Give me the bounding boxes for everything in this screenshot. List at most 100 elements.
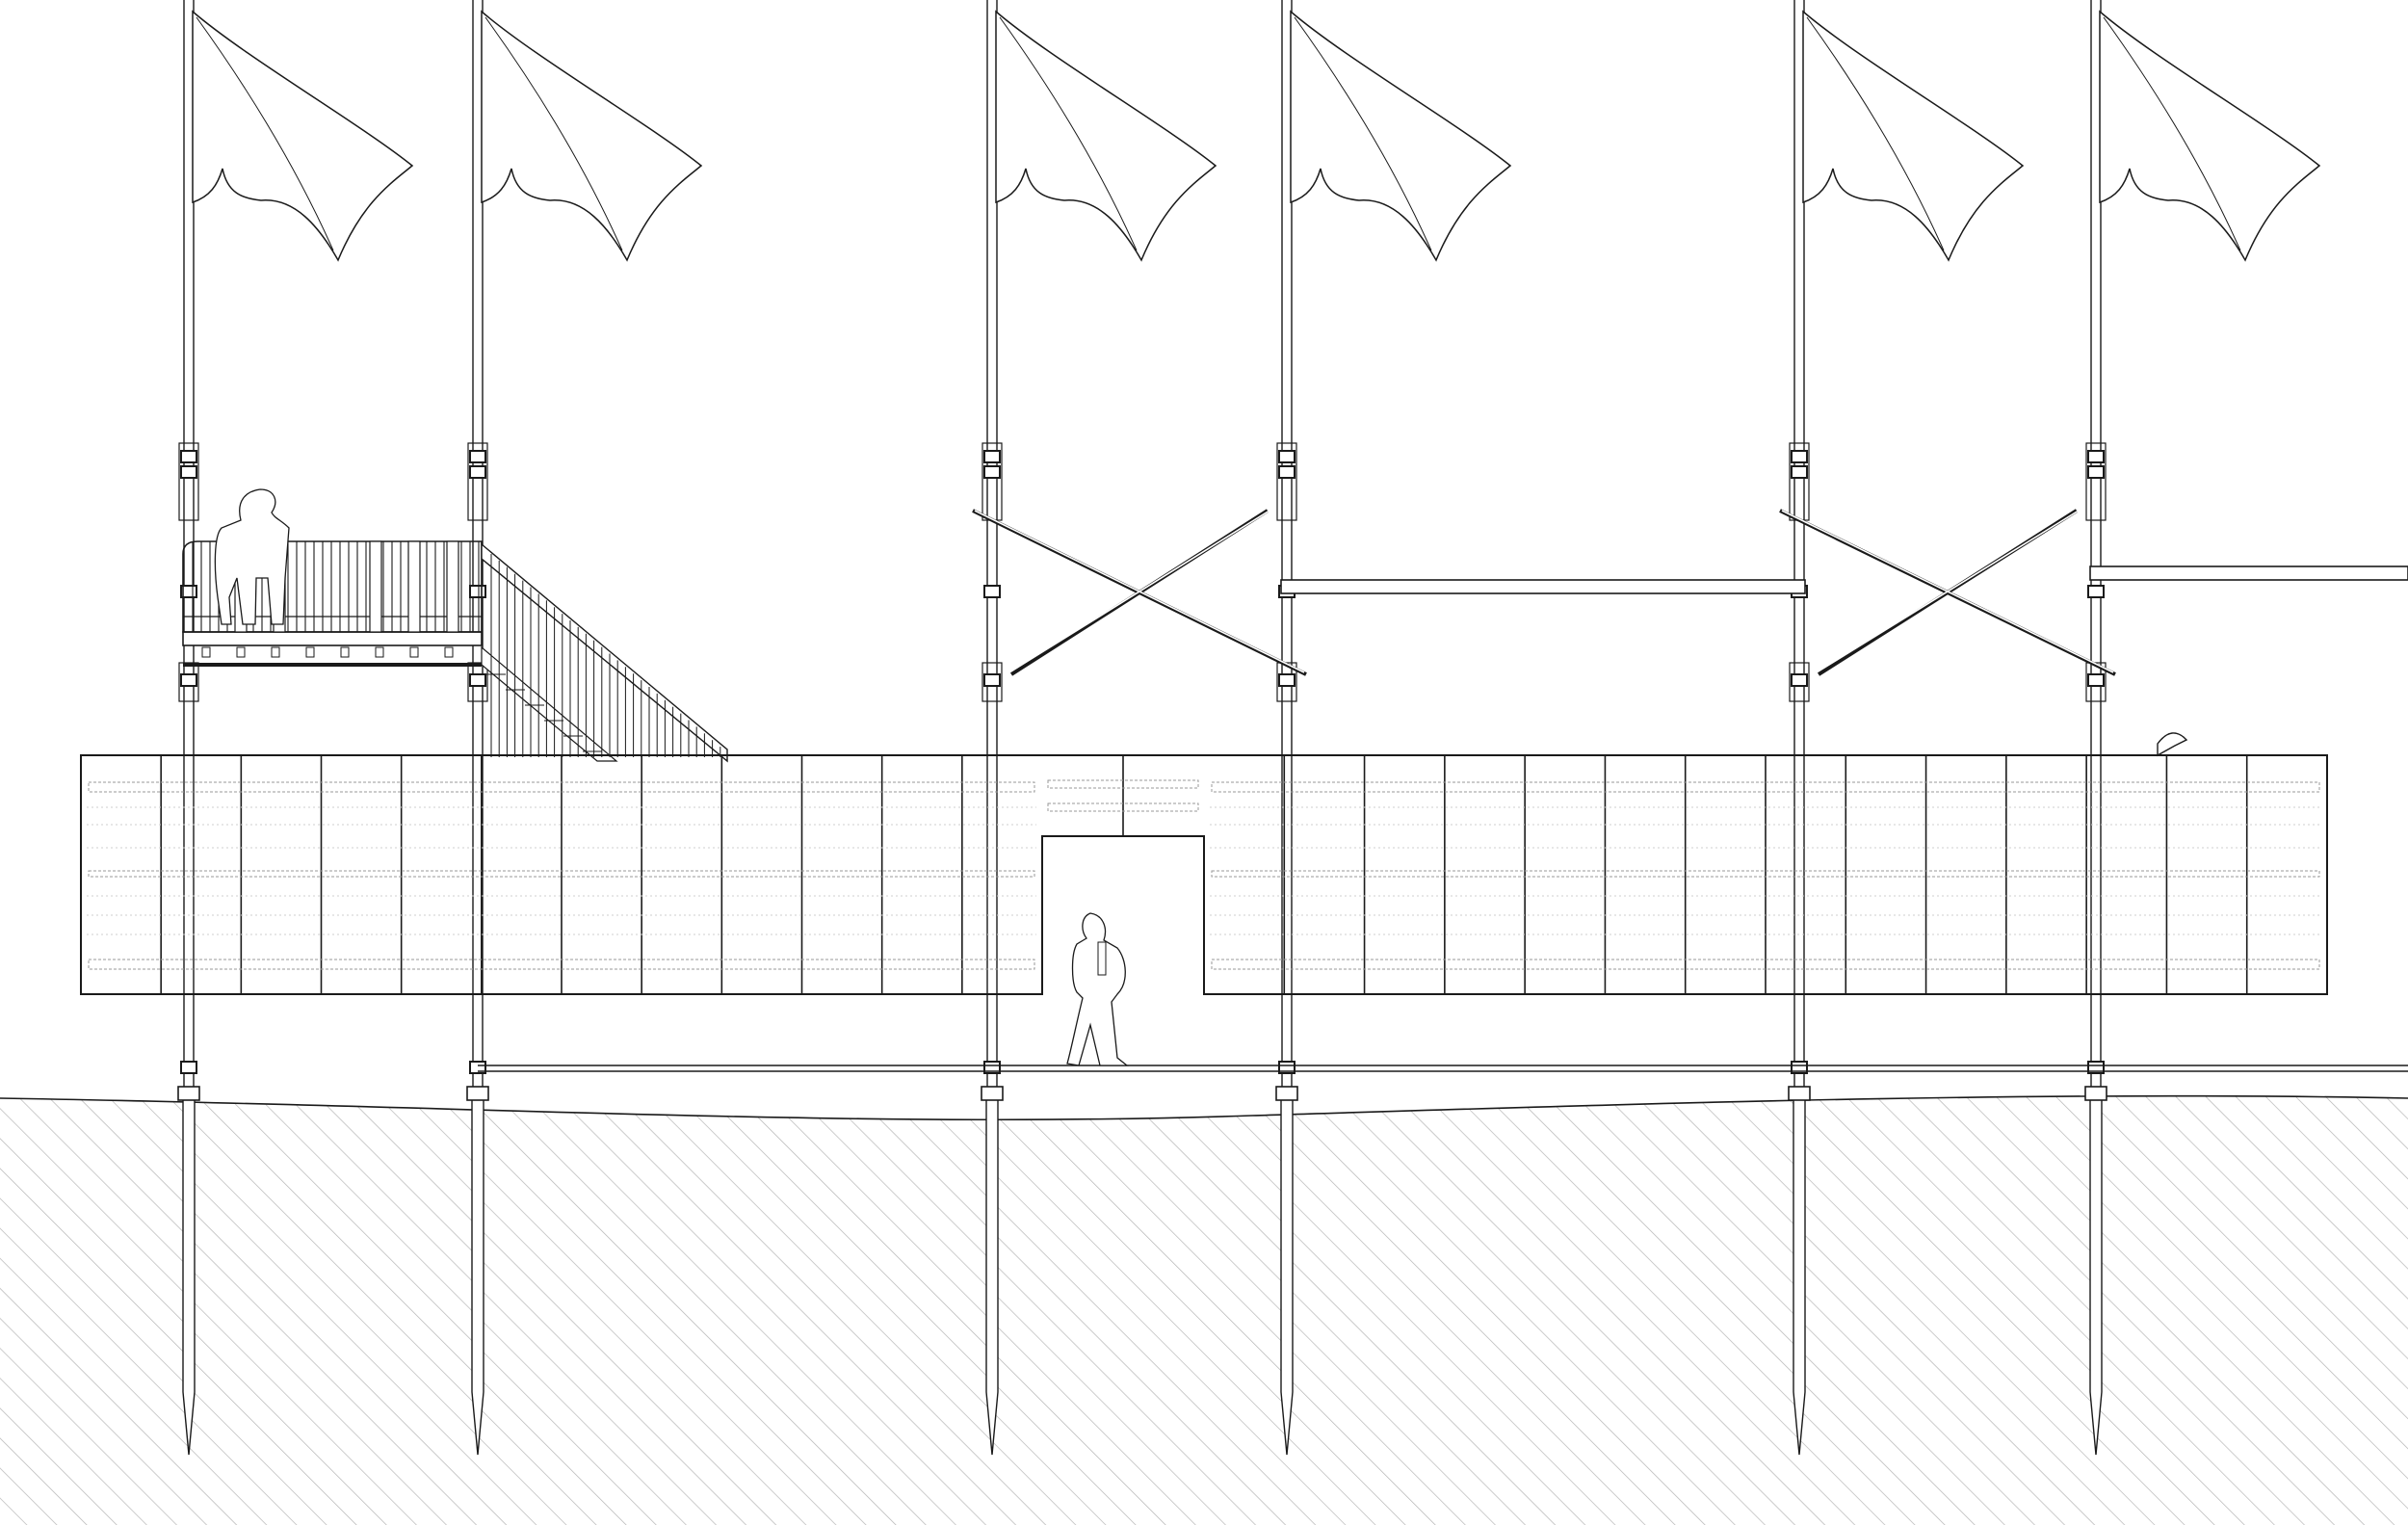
pole-clamp [1278,450,1296,463]
flag-poles [178,0,2321,1087]
piles [177,1086,2107,1456]
pole-clamp [469,673,486,687]
flag-fold [1294,16,1432,251]
pole-clamp [1791,450,1808,463]
pole-clamp [983,585,1001,598]
panel-stripe [1211,870,2320,878]
deck-bolt [375,646,384,658]
pole-sleeve [1789,662,1810,702]
deck-bolt [236,646,246,658]
panel-wall [80,732,2328,995]
pole-clamp [469,450,486,463]
flag-fold [1806,16,1945,251]
flag-fold [484,16,623,251]
pole-sleeve [2085,442,2107,521]
flag-fold [196,16,334,251]
panel-stripe [1047,802,1199,812]
flag-fold [2103,16,2241,251]
deck-bolt [201,646,211,658]
pole-clamp [469,585,486,598]
pole-clamp [1278,1061,1296,1074]
person-silhouette-icon [1066,912,1129,1066]
platform-railing [182,540,483,633]
ground-hatch [0,1095,2408,1525]
panel-stripe [88,959,1035,970]
cross-brace-inner [1816,510,2080,673]
pole-clamp [2087,673,2105,687]
flag-icon [995,10,1217,262]
flag-pole-4 [1276,0,1512,1087]
flag-pole-1 [178,0,414,1087]
pole-clamp [983,1061,1001,1074]
flag-icon [1290,10,1512,262]
deck-bolt [271,646,280,658]
pole-clamp [2087,585,2105,598]
person-silhouette-icon [214,488,290,625]
pole-clamp [983,673,1001,687]
deck-bolt [340,646,350,658]
ground-line [0,1094,2408,1121]
flag-icon [2099,10,2321,262]
bottle-icon [1097,941,1107,976]
figures [214,488,1129,1066]
stair-handrail [481,542,728,763]
pole-sleeve [2085,662,2107,702]
pile-base-plate [466,1086,489,1101]
pole-clamp [469,1061,486,1074]
horizontal-beam [1280,579,1806,594]
pole-clamp [1791,1061,1808,1074]
pole-clamp [180,465,197,479]
pole-sleeve [982,662,1003,702]
pole-clamp [2087,1061,2105,1074]
platform-deck [182,631,483,646]
pole-clamp [469,465,486,479]
pole-clamp [1278,465,1296,479]
pile-4 [1280,1098,1294,1456]
cross-brace-inner [1008,510,1270,673]
panel-stripe [88,870,1035,878]
flag-icon [192,10,414,262]
railing-post [369,540,382,633]
railing-post [407,540,421,633]
pole-clamp [983,465,1001,479]
flag-fold [999,16,1138,251]
sensor-icon [2157,732,2188,757]
deck-bolt [444,646,454,658]
flag-pole-3 [982,0,1217,1087]
pole-clamp [180,450,197,463]
pole-clamp [180,1061,197,1074]
wall-outline [80,754,2328,995]
pile-1 [182,1098,196,1456]
pile-base-plate [2084,1086,2107,1101]
pole-sleeve [467,442,488,521]
panel-stripe [1211,781,2320,793]
pole-clamp [983,450,1001,463]
flag-pole-6 [2085,0,2321,1087]
pole-clamp [1278,673,1296,687]
pole-clamp [2087,450,2105,463]
pile-base-plate [177,1086,200,1101]
panel-stripe [1047,779,1199,789]
pole-sleeve [1276,442,1297,521]
pile-3 [985,1098,999,1456]
pile-2 [471,1098,484,1456]
pole-sleeve [178,442,199,521]
pile-5 [1793,1098,1806,1456]
flag-pole-5 [1789,0,2025,1087]
pole-clamp [1791,465,1808,479]
panel-stripe [1211,959,2320,970]
railing-post [446,540,459,633]
pile-6 [2089,1098,2103,1456]
deck-bolt [305,646,315,658]
pole-clamp [2087,465,2105,479]
panel-stripe [88,781,1035,793]
flag-icon [1802,10,2025,262]
pole-clamp [180,673,197,687]
stair-stringer [481,645,618,762]
pile-base-plate [1275,1086,1298,1101]
ground [0,1094,2408,1525]
flag-icon [481,10,703,262]
pile-base-plate [1788,1086,1811,1101]
